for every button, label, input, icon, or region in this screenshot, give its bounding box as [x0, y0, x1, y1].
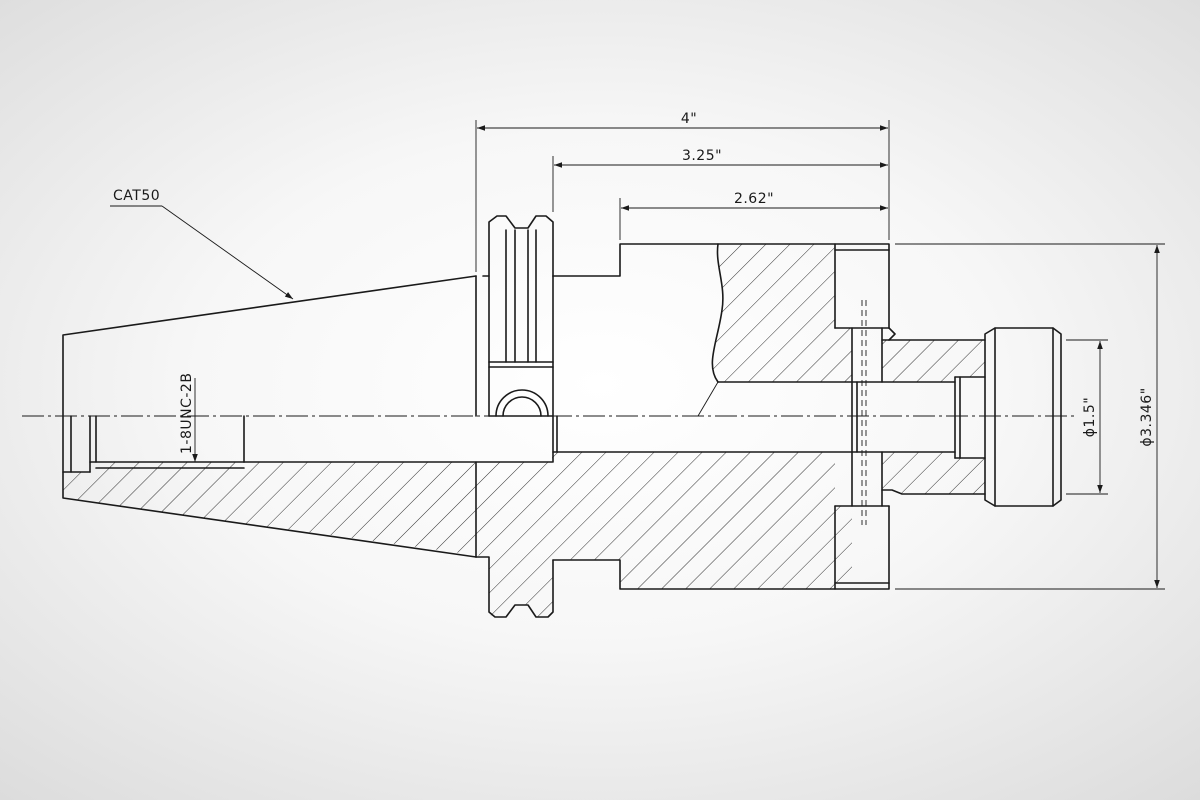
dim-pilot-diameter: ϕ1.5" — [1082, 397, 1098, 437]
dim-body-diameter: ϕ3.346" — [1139, 387, 1155, 446]
dimensions: 4" 3.25" 2.62" ϕ1.5" ϕ3.346" — [475, 111, 1165, 590]
v-flange-lower — [475, 556, 554, 618]
retention-nut — [984, 327, 1062, 507]
section-hatching — [63, 244, 985, 617]
taper-profile — [62, 275, 477, 558]
dim-overall-length: 4" — [681, 111, 697, 127]
dim-body-length: 2.62" — [734, 191, 774, 207]
taper-label: CAT50 — [113, 188, 160, 204]
upper-body-hatch — [712, 244, 852, 382]
pilot-upper-hatch — [882, 340, 985, 382]
break-line — [711, 243, 724, 383]
main-body-outline — [552, 243, 890, 329]
thread-label: 1-8UNC-2B — [179, 373, 195, 454]
pilot-lower-hatch — [882, 452, 985, 494]
v-flange-upper — [482, 215, 554, 277]
callouts: CAT50 1-8UNC-2B — [110, 188, 294, 462]
orientation-notch — [495, 389, 549, 417]
dim-flange-to-end: 3.25" — [682, 148, 722, 164]
hidden-lines — [861, 300, 867, 525]
lower-body-hatch — [63, 452, 852, 617]
